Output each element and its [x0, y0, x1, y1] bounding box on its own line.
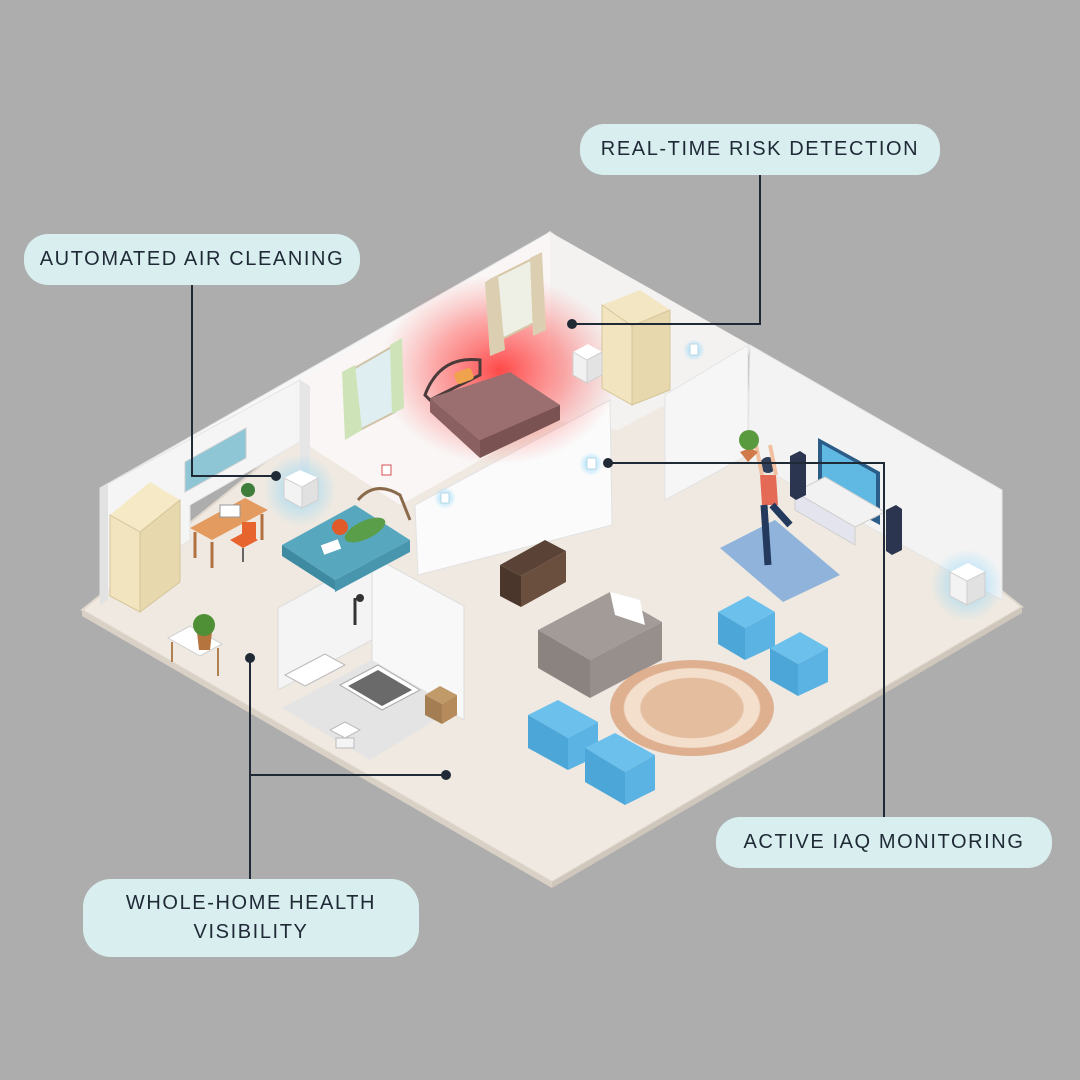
armchair-icon [585, 733, 655, 805]
desk-chair-icon [230, 522, 258, 562]
bed-icon [423, 357, 560, 458]
leader-dot [441, 770, 451, 780]
callout-risk-detection-label: REAL-TIME RISK DETECTION [600, 138, 920, 160]
leader-dot [567, 319, 577, 329]
rug-icon [610, 660, 774, 756]
speaker-icon [790, 451, 806, 500]
toilet-icon [328, 721, 362, 749]
air-purifier-icon [949, 563, 986, 606]
sensor-icon [434, 487, 456, 509]
plant-icon [193, 614, 215, 650]
leader-dot [271, 471, 281, 481]
air-purifier-icon [283, 470, 319, 509]
leader-iaq [608, 462, 885, 817]
wardrobe-icon [601, 290, 671, 406]
callout-health-visibility: WHOLE-HOME HEALTH VISIBILITY [83, 879, 419, 957]
callout-iaq-monitoring: ACTIVE IAQ MONITORING [716, 817, 1052, 868]
wall-partition-vertical [300, 380, 310, 476]
yoga-mat-icon [720, 520, 840, 602]
leader-risk [572, 175, 761, 325]
callout-air-cleaning-label: AUTOMATED AIR CLEANING [39, 248, 345, 270]
armchair-icon [718, 596, 775, 660]
wardrobe-icon [109, 482, 181, 613]
wall-left-side [100, 484, 108, 605]
armchair-icon [770, 632, 828, 696]
window-bedroom-right [485, 252, 546, 356]
sideboard-icon [500, 540, 566, 607]
person-yoga-icon [754, 444, 793, 566]
callout-health-visibility-label: WHOLE-HOME HEALTH VISIBILITY [125, 892, 377, 943]
sensor-icon [579, 452, 603, 476]
speaker-icon [886, 505, 902, 555]
sofa-icon [538, 592, 662, 698]
air-purifier-icon [572, 344, 603, 384]
shower-icon [353, 594, 364, 625]
plant-icon [739, 430, 759, 462]
floor-edge [82, 610, 552, 888]
sensor-icon [381, 464, 392, 476]
callout-risk-detection: REAL-TIME RISK DETECTION [580, 124, 940, 175]
leader-dot [603, 458, 613, 468]
leader-dot [245, 653, 255, 663]
leader-air [191, 285, 276, 477]
sink-icon [283, 653, 347, 687]
desk-icon [190, 483, 268, 568]
sensor-icon [683, 339, 705, 361]
callout-air-cleaning: AUTOMATED AIR CLEANING [24, 234, 360, 285]
leader-lines [191, 175, 885, 879]
callout-iaq-monitoring-label: ACTIVE IAQ MONITORING [743, 831, 1025, 853]
floor-edge-right [552, 607, 1022, 888]
window-bedroom-left [342, 338, 404, 440]
bathtub-icon [338, 664, 422, 711]
person-reading-icon [320, 517, 386, 555]
laundry-basket-icon [425, 686, 457, 724]
